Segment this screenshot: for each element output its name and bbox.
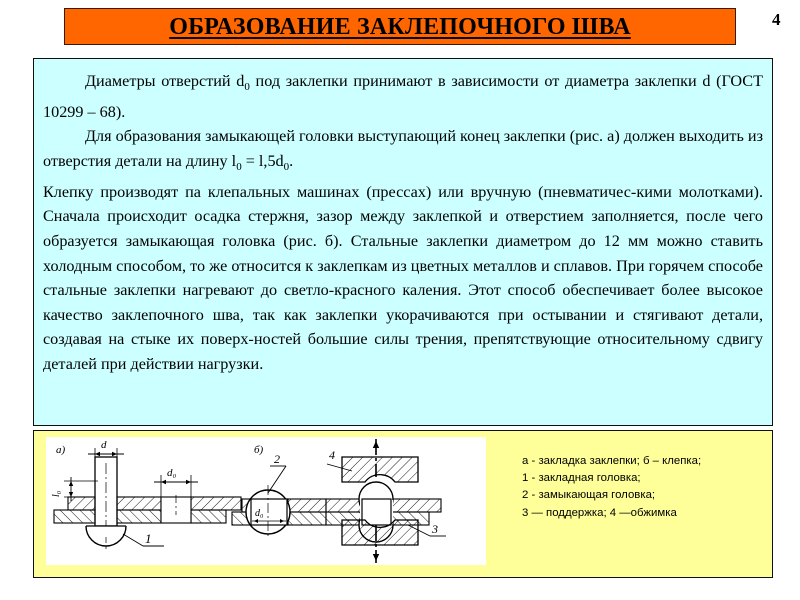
paragraph-1-text-b: под заклепки принимают в зависимости от … (43, 72, 763, 121)
paragraph-2-subscript-2: 0 (283, 161, 290, 174)
dimension-d0-right: d₀ (255, 508, 264, 519)
legend-line: а - закладка заклепки; б – клепка; (522, 455, 702, 467)
paragraph-1: Диаметры отверстий d0 под заклепки прини… (43, 69, 763, 124)
figure-a-group: а) (51, 439, 242, 549)
page-number: 4 (772, 10, 781, 29)
figure-b-group: б) d₀ (231, 439, 446, 563)
dimension-l0: l₀ (51, 490, 62, 497)
legend-line: 1 - закладная головка; (522, 472, 641, 485)
figure-legend: а - закладка заклепки; б – клепка; 1 - з… (522, 453, 762, 522)
paragraph-2-text-a: Для образования замыкающей головки высту… (43, 127, 763, 171)
callout-1: 1 (145, 531, 152, 546)
paragraph-2-text-c: . (289, 152, 294, 171)
callout-4: 4 (329, 448, 335, 462)
legend-line: 2 - замыкающая головка; (522, 489, 656, 502)
page-title: ОБРАЗОВАНИЕ ЗАКЛЕПОЧНОГО ШВА (169, 13, 631, 40)
legend-line: 3 — поддержка; 4 —обжимка (522, 506, 677, 519)
paragraph-2-subscript-1: 0 (236, 161, 242, 174)
rivet-diagram-svg: а) (51, 439, 446, 563)
callout-3: 3 (431, 522, 438, 536)
dimension-d0-left: d₀ (167, 467, 177, 479)
body-text-panel: Диаметры отверстий d0 под заклепки прини… (33, 58, 773, 426)
paragraph-2: Для образования замыкающей головки высту… (43, 124, 763, 179)
technical-drawing: а) (46, 437, 486, 565)
paragraph-1-text-a: Диаметры отверстий d (85, 72, 245, 90)
paragraph-3: Клепку производят па клепальных машинах … (43, 182, 763, 373)
slide-title-bar: ОБРАЗОВАНИЕ ЗАКЛЕПОЧНОГО ШВА (64, 8, 736, 45)
paragraph-1-subscript: 0 (244, 81, 250, 94)
dimension-d: d (101, 439, 107, 451)
figure-label-a: а) (56, 444, 66, 456)
figure-panel: а) (33, 430, 773, 578)
callout-2: 2 (274, 452, 280, 466)
paragraph-2-text-b: = l,5d (241, 152, 284, 171)
figure-label-b: б) (254, 444, 264, 456)
